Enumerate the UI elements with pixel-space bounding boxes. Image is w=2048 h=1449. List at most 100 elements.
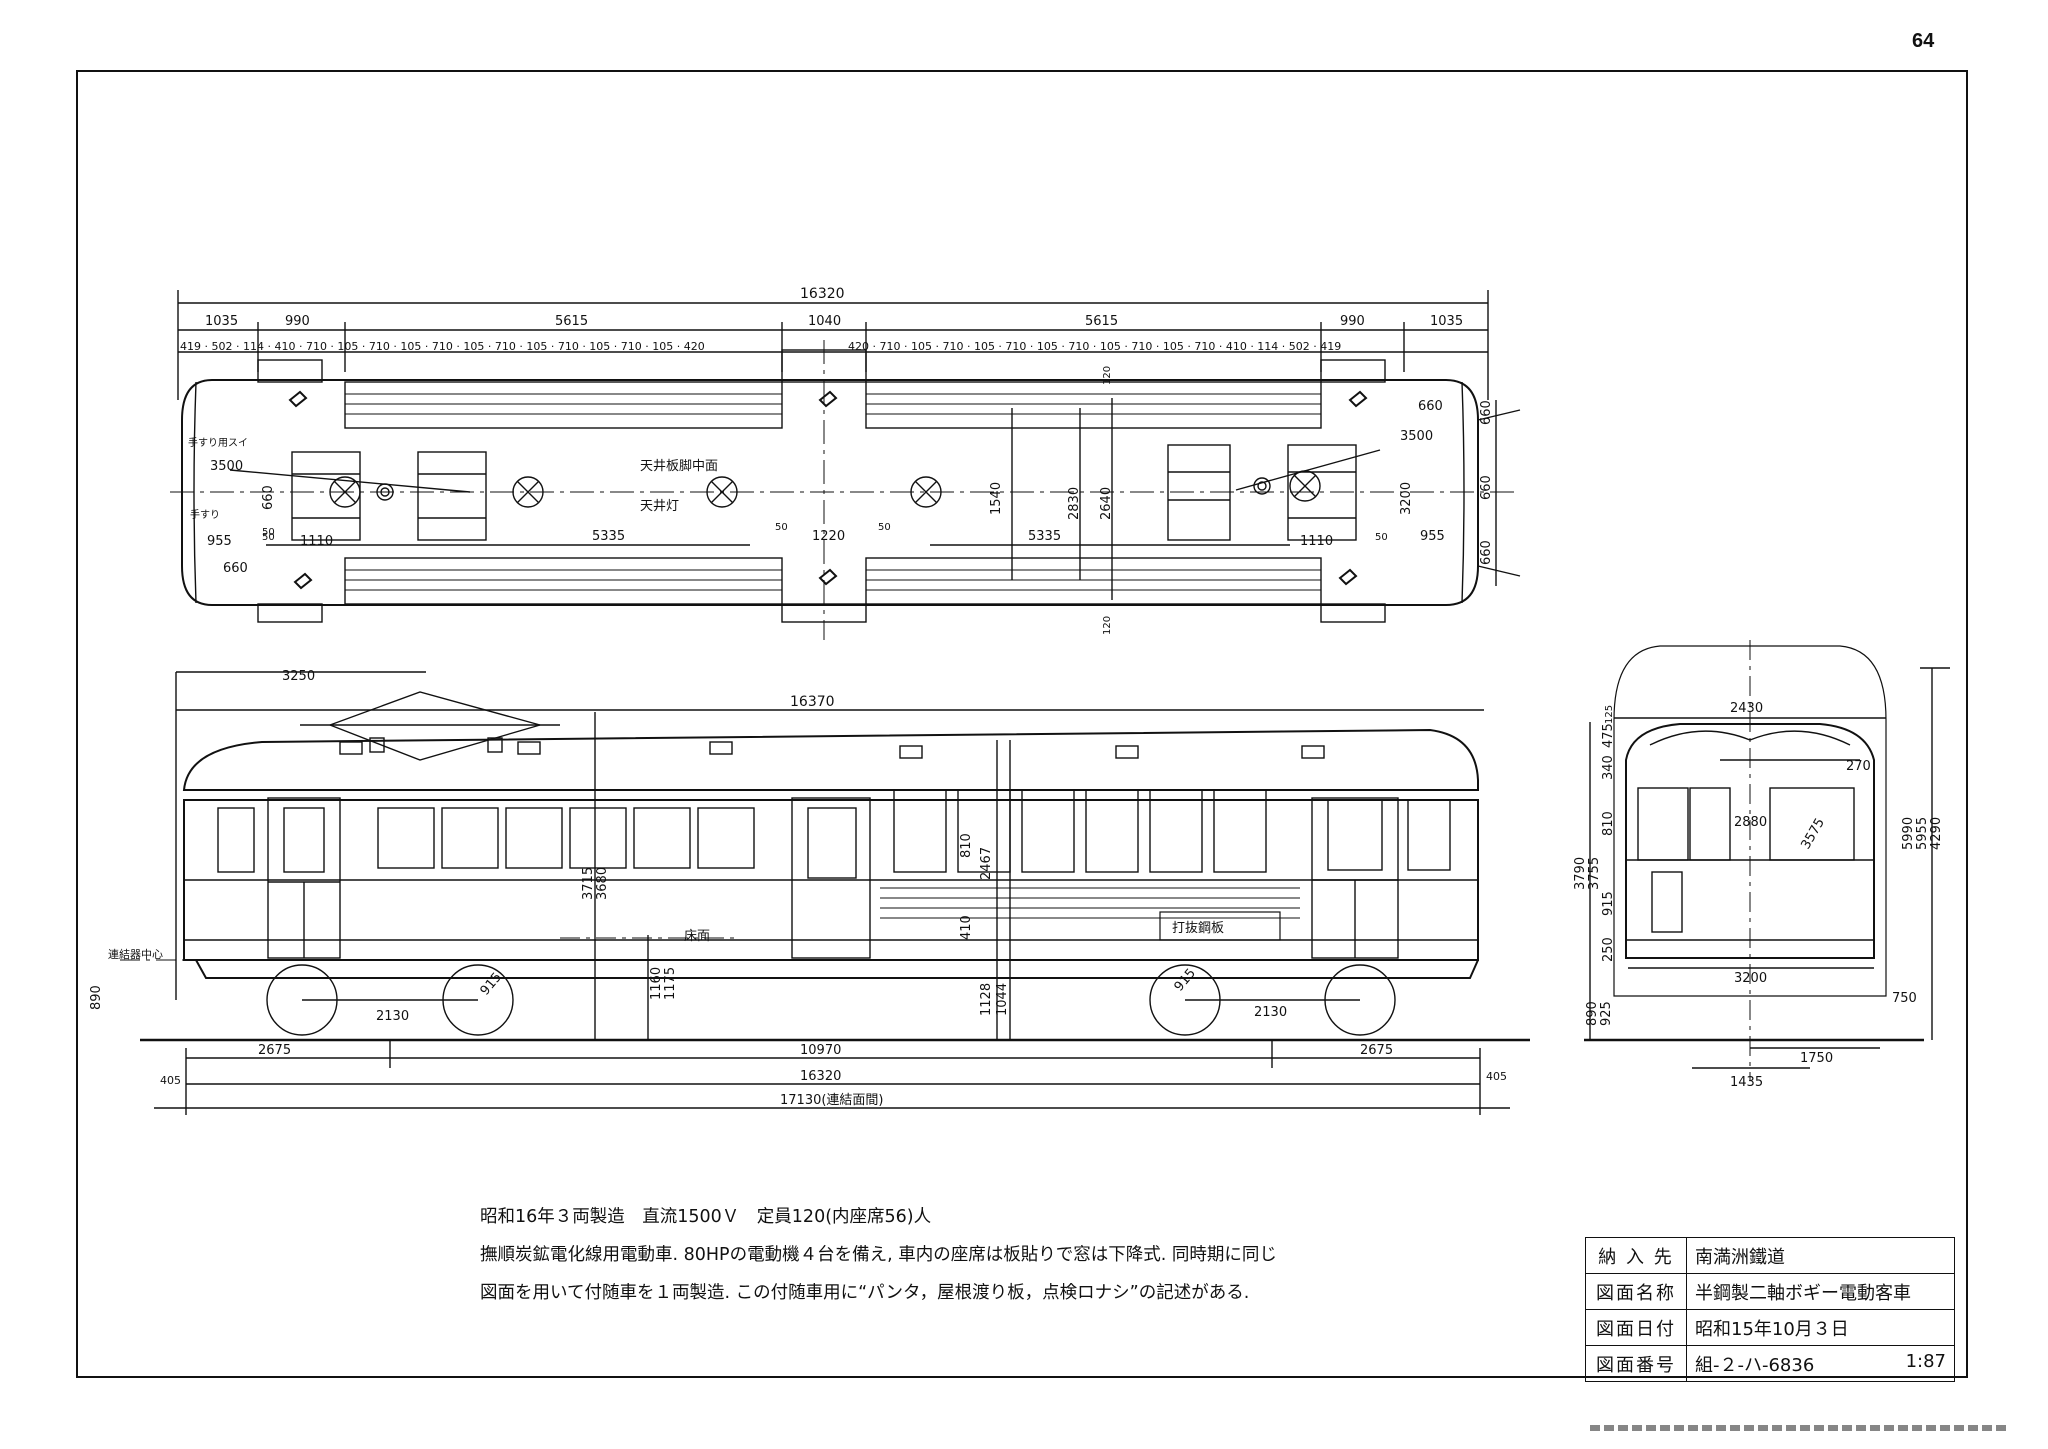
end-height-5: 925 [1599, 1001, 1614, 1026]
plan-left-3: 955 [207, 534, 232, 549]
end-height-4: 890 [1585, 1001, 1600, 1026]
title-key: 図面日付 [1585, 1309, 1687, 1346]
plan-vert-4: 3200 [1399, 482, 1414, 515]
plan-center-5: 1110 [1300, 534, 1333, 549]
title-block: 納 入 先 南満洲鐵道 図面名称 半鋼製二軸ボギー電動客車 図面日付 昭和15年… [1585, 1237, 1955, 1382]
end-height-10: 5990 [1901, 817, 1916, 850]
plan-seg-7: 1035 [1430, 314, 1463, 329]
end-label-2: 270 [1846, 759, 1871, 774]
plan-left-2: 660 [261, 485, 276, 510]
plan-center-1: 5335 [592, 529, 625, 544]
title-value: 組-２-ハ-6836 1:87 [1686, 1345, 1955, 1382]
end-height-2: 915 [1601, 891, 1616, 916]
plan-seg-1: 1035 [205, 314, 238, 329]
plan-right-1: 660 [1418, 399, 1443, 414]
plan-seg-5: 5615 [1085, 314, 1118, 329]
side-height-8: 1128 [979, 983, 994, 1016]
end-height-7: 475 [1601, 723, 1616, 748]
plan-center-3: 5335 [1028, 529, 1061, 544]
plan-overall-dim: 16320 [800, 286, 845, 302]
end-view [1584, 640, 1950, 1080]
end-top: 2430 [1730, 701, 1763, 716]
side-height-6: 2467 [979, 847, 994, 880]
plan-annot-1: 天井灯 [640, 499, 679, 514]
side-total: 17130(連結面間) [780, 1093, 884, 1108]
title-row: 納 入 先 南満洲鐵道 [1585, 1237, 1955, 1274]
plan-small-2: 50 [775, 522, 788, 533]
side-height-4: 1175 [663, 967, 678, 1000]
side-overall-top: 16370 [790, 694, 835, 710]
side-bottom-1: 2675 [258, 1043, 291, 1058]
title-key: 図面名称 [1585, 1273, 1687, 1310]
side-view [120, 671, 1530, 1115]
end-label-1: 3575 [1798, 816, 1828, 852]
end-height-1: 810 [1601, 811, 1616, 836]
scan-artifact [1590, 1425, 2010, 1431]
side-height-3: 1160 [649, 967, 664, 1000]
title-key: 納 入 先 [1585, 1237, 1687, 1274]
drawing-frame [76, 70, 1968, 1378]
title-row: 図面日付 昭和15年10月３日 [1585, 1309, 1955, 1346]
plan-annot-4: 手すり [190, 508, 220, 521]
plan-seg-4: 1040 [808, 314, 841, 329]
side-height-9: 1044 [995, 983, 1010, 1016]
side-bottom-3: 2675 [1360, 1043, 1393, 1058]
plan-seg-3: 5615 [555, 314, 588, 329]
plan-right-5: 660 [1479, 475, 1494, 500]
side-plate-label: 打抜鋼板 [1172, 920, 1224, 936]
end-height-6: 340 [1601, 755, 1616, 780]
plan-vert-6: 120 [1102, 616, 1113, 635]
side-height-11: 3755 [1587, 857, 1602, 890]
page-number: 64 [1912, 30, 1935, 52]
side-height-12: 890 [89, 985, 104, 1010]
end-height-8: 125 [1604, 705, 1615, 724]
plan-small-1: 50 [262, 532, 275, 543]
plan-annot-2: 天井板脚中面 [640, 458, 718, 474]
plan-left-5: 50 [262, 527, 275, 538]
title-row: 図面番号 組-２-ハ-6836 1:87 [1585, 1345, 1955, 1382]
side-floor-label: 床面 [684, 929, 710, 944]
side-wheelbase-1: 2130 [376, 1009, 409, 1024]
end-half: 1750 [1800, 1051, 1833, 1066]
plan-right-6: 660 [1479, 540, 1494, 565]
side-height-2: 3680 [595, 867, 610, 900]
plan-left-4: 660 [223, 561, 248, 576]
title-key: 図面番号 [1585, 1345, 1687, 1382]
title-row: 図面名称 半鋼製二軸ボギー電動客車 [1585, 1273, 1955, 1310]
plan-annot-3: 手すり用スイ [188, 436, 248, 449]
drawing-number: 組-２-ハ-6836 [1695, 1354, 1815, 1376]
drawing-scale: 1:87 [1905, 1350, 1946, 1372]
plan-vert-2: 2830 [1067, 487, 1082, 520]
plan-view-labels: 16320 1035 990 5615 1040 5615 990 1035 4… [180, 286, 1494, 635]
end-height-12: 4290 [1929, 817, 1944, 850]
drawing-notes: 昭和16年３両製造 直流1500Ｖ 定員120(内座席56)人 撫順炭鉱電化線用… [480, 1198, 1277, 1312]
plan-sub-left: 419 · 502 · 114 · 410 · 710 · 105 · 710 … [180, 340, 705, 353]
side-wheel-2: 915 [1172, 966, 1199, 995]
plan-left-1: 3500 [210, 459, 243, 474]
plan-sub-right: 420 · 710 · 105 · 710 · 105 · 710 · 105 … [848, 340, 1341, 353]
side-coupler-label: 連結器中心 [108, 947, 163, 961]
plan-center-2: 1220 [812, 529, 845, 544]
side-wheelbase-2: 2130 [1254, 1005, 1287, 1020]
end-height-11: 5955 [1915, 817, 1930, 850]
plan-right-4: 660 [1479, 400, 1494, 425]
end-bottom: 3200 [1734, 971, 1767, 986]
note-line: 撫順炭鉱電化線用電動車. 80HPの電動機４台を備え, 車内の座席は板貼りで窓は… [480, 1245, 1277, 1265]
title-value: 南満洲鐵道 [1686, 1237, 1955, 1274]
side-offset-right: 405 [1486, 1070, 1507, 1083]
plan-small-3: 50 [878, 522, 891, 533]
plan-seg-2: 990 [285, 314, 310, 329]
plan-right-3: 955 [1420, 529, 1445, 544]
plan-center-4: 1110 [300, 534, 333, 549]
plan-right-2: 3500 [1400, 429, 1433, 444]
end-height-3: 250 [1601, 937, 1616, 962]
plan-vert-5: 120 [1102, 366, 1113, 385]
side-height-10: 3790 [1573, 857, 1588, 890]
note-line: 昭和16年３両製造 直流1500Ｖ 定員120(内座席56)人 [480, 1207, 932, 1227]
side-offset-left: 405 [160, 1074, 181, 1087]
title-value: 昭和15年10月３日 [1686, 1309, 1955, 1346]
side-bottom-2: 10970 [800, 1043, 841, 1058]
plan-small-4: 50 [1375, 532, 1388, 543]
plan-seg-6: 990 [1340, 314, 1365, 329]
